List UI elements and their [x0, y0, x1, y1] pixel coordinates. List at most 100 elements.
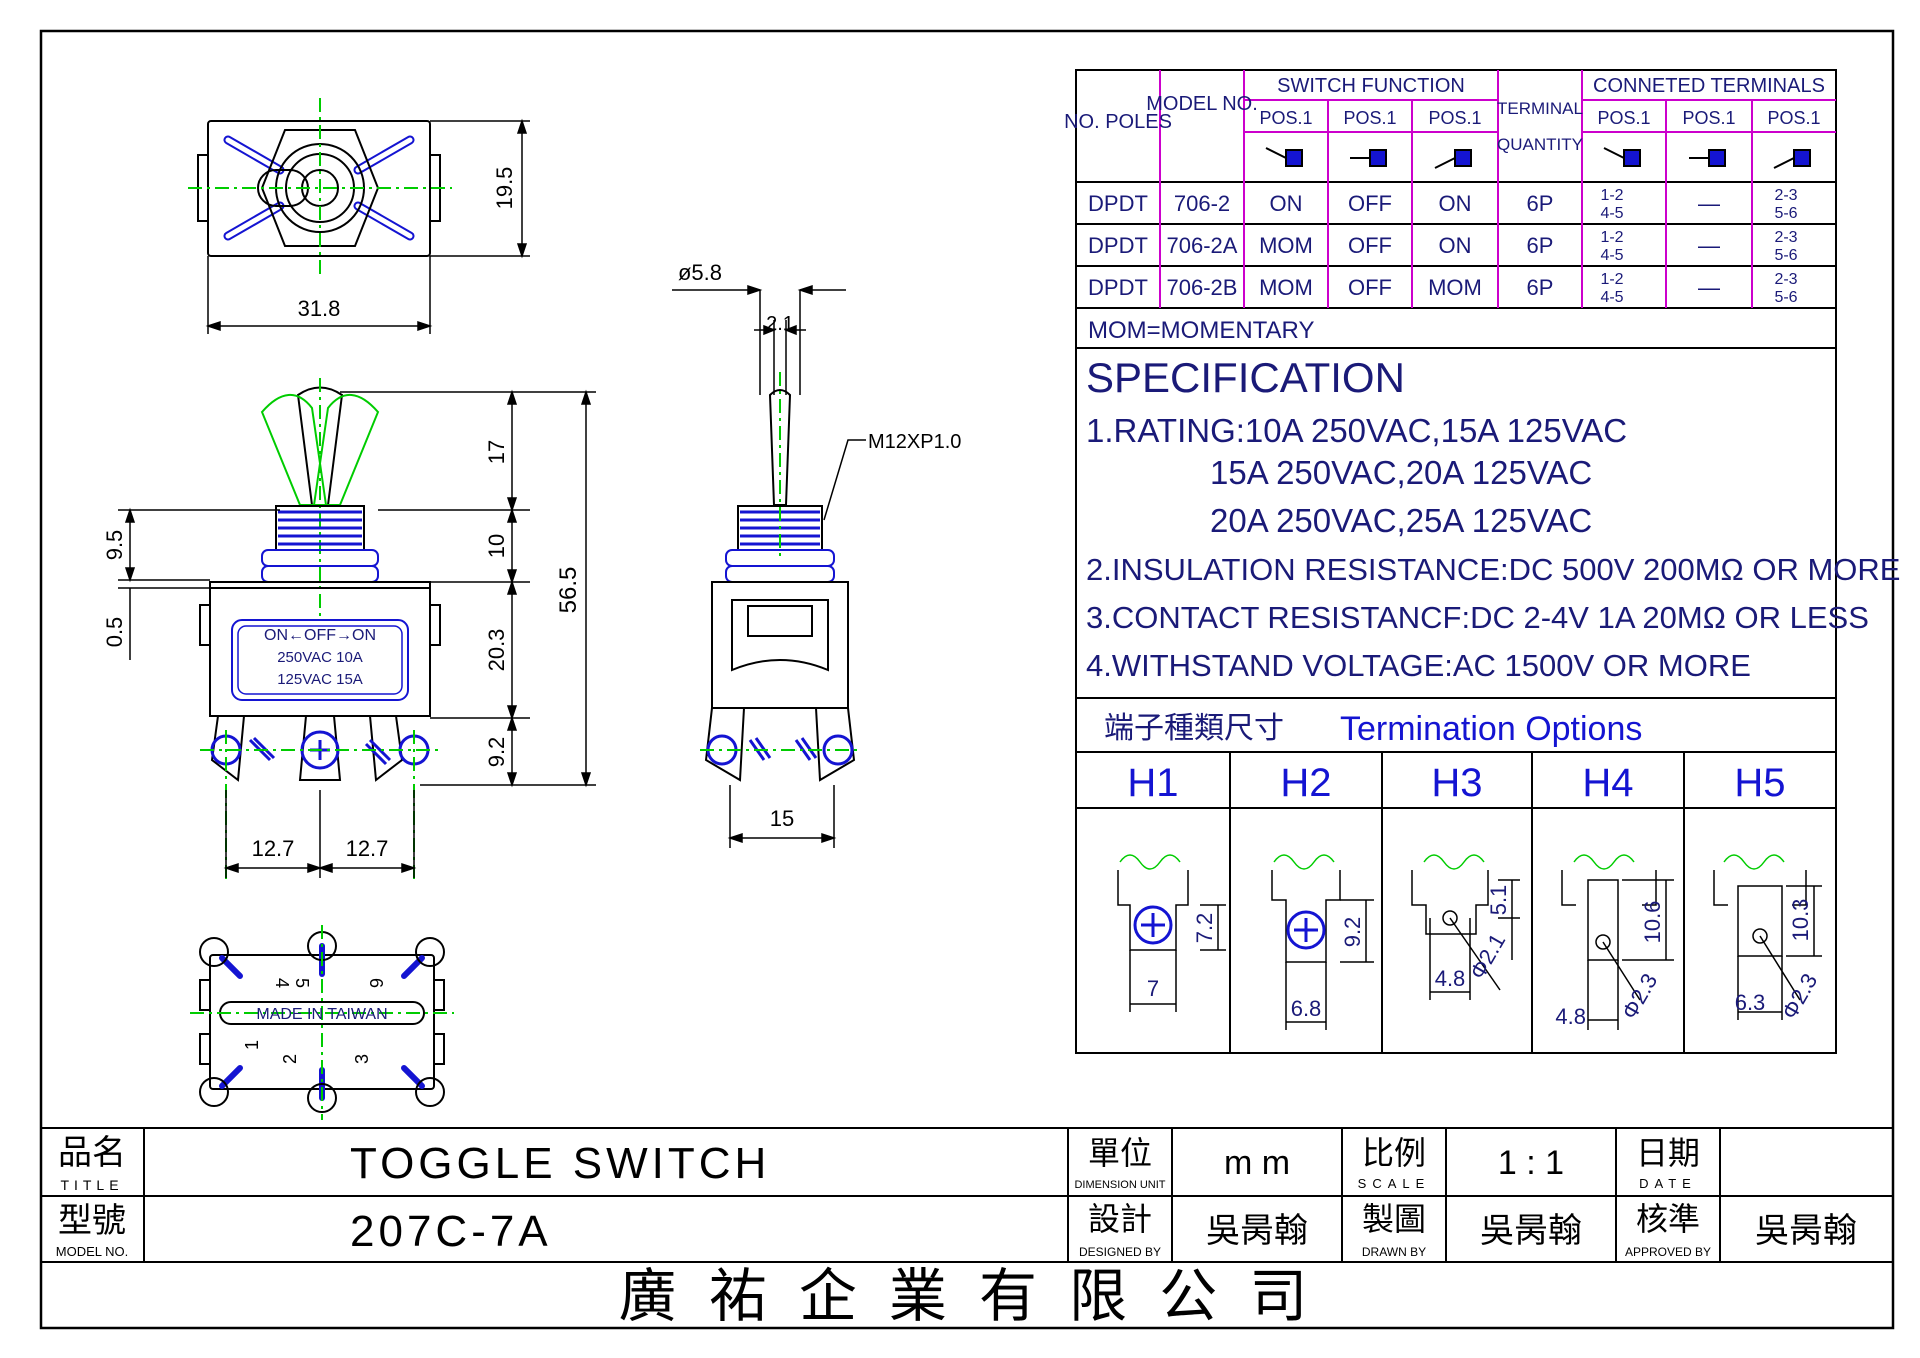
termination-sketches [1117, 854, 1822, 1030]
row-conn: 5-6 [1774, 247, 1797, 264]
dim-body-height: 20.3 [484, 629, 509, 672]
terminal-number-2: 2 [280, 1054, 300, 1064]
row-conn: 2-3 [1774, 187, 1797, 204]
dim-terminal-height: 9.2 [484, 737, 509, 768]
spec-title: SPECIFICATION [1086, 354, 1405, 401]
termination-title-cn: 端子種類尺寸 [1104, 712, 1284, 745]
function-table-grid [1075, 69, 1837, 1054]
header-pos: POS.1 [1767, 108, 1820, 128]
terminal-number-4: 4 [272, 978, 292, 988]
spec-line: 2.INSULATION RESISTANCE:DC 500V 200MΩ OR… [1086, 552, 1900, 587]
row-function: MOM [1259, 275, 1313, 300]
row-poles: DPDT [1088, 275, 1148, 300]
dim-pitch-left: 12.7 [252, 836, 295, 861]
row-function: ON [1270, 191, 1303, 216]
terminal-number-5: 5 [292, 978, 312, 988]
header-model: MODEL NO. [1146, 93, 1258, 115]
h4-hole-dim: Φ2.3 [1617, 969, 1663, 1023]
header-pos: POS.1 [1259, 108, 1312, 128]
title-block-grid [41, 1127, 1893, 1263]
approved-label-en: APPROVED BY [1625, 1245, 1711, 1259]
front-view-dimensions [118, 389, 596, 878]
row-conn: — [1698, 233, 1720, 258]
spec-line: 1.RATING:10A 250VAC,15A 125VAC [1086, 412, 1627, 449]
momentary-note: MOM=MOMENTARY [1088, 317, 1314, 344]
header-pos: POS.1 [1682, 108, 1735, 128]
drawn-value: 吳昺翰 [1480, 1212, 1582, 1250]
h3-width-dim: 4.8 [1435, 966, 1466, 991]
company-name: 廣 祐 企 業 有 限 公 司 [619, 1264, 1316, 1329]
h4-height-dim: 10.6 [1640, 901, 1665, 944]
designed-label-en: DESIGNED BY [1079, 1245, 1161, 1259]
h4-width-dim: 4.8 [1555, 1004, 1586, 1029]
row-conn: 2-3 [1774, 229, 1797, 246]
approved-value: 吳昺翰 [1755, 1212, 1857, 1250]
header-pos: POS.1 [1597, 108, 1650, 128]
h2-width-dim: 6.8 [1291, 996, 1322, 1021]
front-view [199, 378, 441, 880]
dim-lever-tip: 2.1 [766, 313, 794, 335]
termination-option-name: H1 [1127, 761, 1178, 805]
model-label-cn: 型號 [58, 1202, 126, 1240]
dim-lever-diameter: ø5.8 [678, 260, 722, 285]
spec-line: 4.WITHSTAND VOLTAGE:AC 1500V OR MORE [1086, 648, 1751, 683]
row-conn: 5-6 [1774, 205, 1797, 222]
header-terminal-qty-1: TERMINAL [1497, 99, 1583, 118]
h1-height-dim: 7.2 [1192, 913, 1217, 944]
row-function: OFF [1348, 275, 1392, 300]
dim-overall-height: 56.5 [555, 567, 582, 614]
spec-line: 20A 250VAC,25A 125VAC [1210, 502, 1592, 539]
top-view [188, 98, 452, 276]
h1-width-dim: 7 [1147, 976, 1159, 1001]
designed-value: 吳昺翰 [1206, 1212, 1308, 1250]
row-function: ON [1439, 233, 1472, 258]
date-label-en: DATE [1639, 1176, 1697, 1191]
toggle-position-icons [1265, 147, 1811, 169]
drawn-label-en: DRAWN BY [1362, 1245, 1426, 1259]
approved-label-cn: 核準 [1636, 1201, 1700, 1237]
terminal-number-6: 6 [366, 978, 386, 988]
row-model: 706-2A [1167, 233, 1238, 258]
unit-label-cn: 單位 [1088, 1135, 1152, 1171]
dim-plate-offset: 0.5 [102, 617, 127, 648]
body-label-line3: 125VAC 15A [277, 671, 363, 688]
drawn-label-cn: 製圖 [1362, 1201, 1426, 1237]
title-value: TOGGLE SWITCH [350, 1139, 770, 1188]
row-poles: DPDT [1088, 191, 1148, 216]
termination-title-en: Termination Options [1340, 710, 1642, 748]
row-conn: 1-2 [1600, 271, 1623, 288]
h5-width-dim: 6.3 [1735, 990, 1766, 1015]
header-switch-function: SWITCH FUNCTION [1277, 75, 1465, 97]
row-conn: 5-6 [1774, 289, 1797, 306]
row-conn: 1-2 [1600, 229, 1623, 246]
unit-label-en: DIMENSION UNIT [1074, 1179, 1165, 1191]
dim-pitch-right: 12.7 [346, 836, 389, 861]
header-terminal-qty-2: QUANTITY [1497, 135, 1583, 154]
dim-bushing-height: 10 [484, 534, 509, 558]
h3-hole-dim: Φ2.1 [1465, 929, 1511, 983]
header-poles: NO. POLES [1064, 111, 1172, 133]
termination-option-name: H5 [1734, 761, 1785, 805]
termination-option-name: H4 [1582, 761, 1633, 805]
side-view-dimensions [672, 284, 866, 848]
body-label-line2: 250VAC 10A [277, 649, 363, 666]
row-qty: 6P [1527, 191, 1554, 216]
header-connected-terminals: CONNETED TERMINALS [1593, 75, 1825, 97]
side-view [700, 372, 860, 782]
row-qty: 6P [1527, 233, 1554, 258]
terminal-number-3: 3 [352, 1054, 372, 1064]
dim-thread: M12XP1.0 [868, 431, 961, 453]
scale-label-cn: 比例 [1362, 1135, 1426, 1171]
title-label-en: TITLE [60, 1177, 123, 1193]
row-poles: DPDT [1088, 233, 1148, 258]
bottom-stamp: MADE IN TAIWAN [256, 1006, 387, 1023]
h2-height-dim: 9.2 [1340, 917, 1365, 948]
row-conn: 4-5 [1600, 247, 1623, 264]
row-function: OFF [1348, 233, 1392, 258]
terminal-number-1: 1 [242, 1040, 262, 1050]
row-qty: 6P [1527, 275, 1554, 300]
row-model: 706-2B [1167, 275, 1238, 300]
dim-side-width: 15 [770, 806, 794, 831]
bottom-view [190, 925, 454, 1120]
